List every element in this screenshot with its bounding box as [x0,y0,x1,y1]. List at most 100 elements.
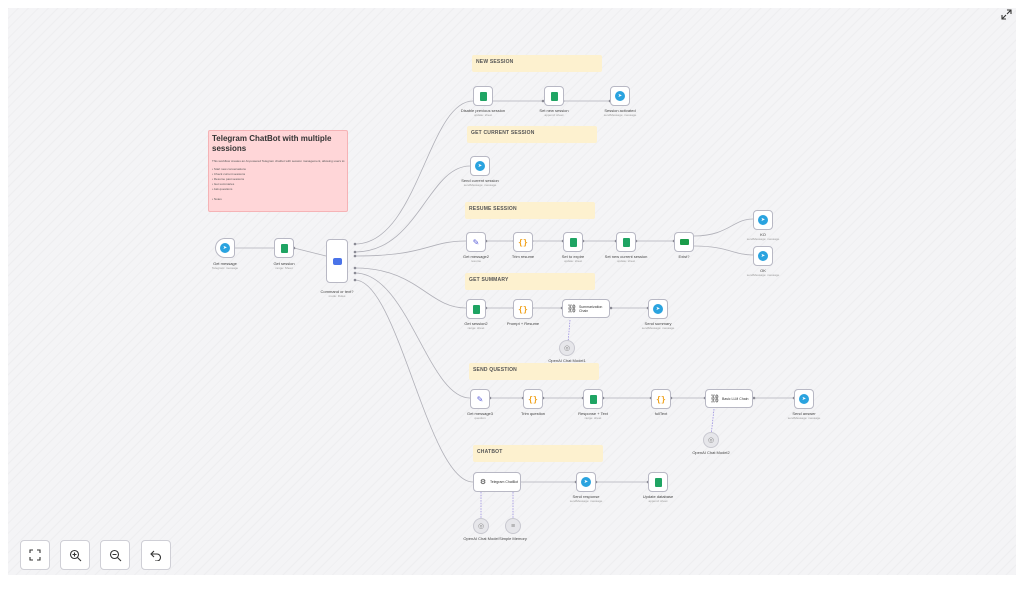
node-label: Command or text? [320,289,354,294]
telegram-icon: ➤ [581,477,591,487]
node-sublabel: range: sheet [467,326,485,330]
fit-view-button[interactable] [20,540,50,570]
node-basic-llm-chain[interactable]: ⛓Basic LLM Chain [705,389,753,408]
node-command-or-text[interactable] [326,239,348,283]
sticky-resume-session[interactable]: RESUME SESSION [465,202,595,219]
node-sublabel: sendMessage: message [641,326,675,330]
telegram-icon: ➤ [758,251,768,261]
note-sticky[interactable]: Telegram ChatBot with multiple sessions … [208,130,348,212]
node-label: Simple Memory [499,536,527,541]
node-trim-question[interactable]: {} [523,389,543,409]
zoom-out-button[interactable] [100,540,130,570]
robot-icon: ⚙ [479,479,487,486]
node-update-database[interactable] [648,472,668,492]
zoom-out-icon [109,549,121,561]
sticky-new-session[interactable]: NEW SESSION [472,55,602,72]
node-set-to-expire[interactable] [563,232,583,252]
node-label: Send summary [644,321,672,326]
code-icon: {} [656,394,666,404]
node-sublabel: mode: Rules [328,294,346,298]
workflow-canvas[interactable]: Telegram ChatBot with multiple sessions … [8,8,1016,575]
node-label: Set new session [539,108,569,113]
node-disable-previous-session[interactable] [473,86,493,106]
node-send-response[interactable]: ➤ [576,472,596,492]
sticky-chatbot[interactable]: CHATBOT [473,445,603,462]
sticky-get-current-session[interactable]: GET CURRENT SESSION [467,126,597,143]
chain-icon: ⛓ [566,304,578,313]
node-set-new-session[interactable] [544,86,564,106]
node-label: Send response [572,494,600,499]
openai-icon: ◎ [477,523,485,530]
node-ko[interactable]: ➤ [753,210,773,230]
node-label: OpenAI Chat Model [463,536,499,541]
node-label: Response + Text [578,411,608,416]
note-footer: • Notes [212,197,222,201]
code-icon: {} [518,304,528,314]
telegram-icon: ➤ [475,161,485,171]
node-fulltext[interactable]: {} [651,389,671,409]
node-sublabel: sendMessage: message [746,237,780,241]
telegram-icon: ➤ [615,91,625,101]
code-icon: {} [518,237,528,247]
note-bullet: • Get summaries [212,182,235,186]
node-get-session2[interactable] [466,299,486,319]
sticky-get-summary[interactable]: GET SUMMARY [465,273,595,290]
node-openai-chat-model1[interactable]: ◎ [559,340,575,356]
pencil-icon: ✎ [472,237,480,247]
note-bullet: • Check current sessions [212,172,246,176]
sheets-icon [589,394,597,404]
note-bullet: • Start new conversations [212,167,246,171]
node-label: Get session2 [464,321,488,326]
node-get-message2[interactable]: ✎ [466,232,486,252]
node-label: Get message [213,261,237,266]
node-send-summary[interactable]: ➤ [648,299,668,319]
sheets-icon [479,91,487,101]
node-openai-chat-model2[interactable]: ◎ [703,432,719,448]
node-summarization-chain[interactable]: ⛓Summarization Chain [562,299,610,318]
node-label: fullText [654,411,668,416]
sheets-icon [472,304,480,314]
node-sublabel: append: sheet [544,113,564,117]
node-sublabel: append: sheet [648,499,668,503]
openai-icon: ◎ [563,345,571,352]
node-sublabel: sendMessage: message [463,183,497,187]
node-prompt-resume[interactable]: {} [513,299,533,319]
note-bullet: • Ask questions [212,187,233,191]
expand-icon [1000,9,1012,20]
node-label: OpenAI Chat Model2 [692,450,730,455]
node-send-answer[interactable]: ➤ [794,389,814,409]
node-label: Get message3 [466,411,493,416]
node-sublabel: update: sheet [473,113,493,117]
node-simple-memory[interactable]: ≡ [505,518,521,534]
sticky-send-question[interactable]: SEND QUESTION [469,363,599,380]
node-set-new-current-session[interactable] [616,232,636,252]
connections [227,99,796,520]
switch-icon [332,257,342,265]
node-sublabel: range: sheet [584,416,602,420]
node-sublabel: Telegram: message [211,266,239,270]
node-label: Get message2 [462,254,489,259]
sheets-icon [280,243,288,253]
node-send-current-session[interactable]: ➤ [470,156,490,176]
node-get-message3[interactable]: ✎ [470,389,490,409]
node-sublabel: sendMessage: message [569,499,603,503]
node-label: Update database [642,494,674,499]
node-response-text[interactable] [583,389,603,409]
node-trim-resume[interactable]: {} [513,232,533,252]
node-label: Disable previous session [460,108,506,113]
node-sublabel: update: sheet [563,259,583,263]
node-label: Prompt + Resume [506,321,540,326]
note-intro: This workflow creates an AI-powered Tele… [212,159,346,163]
zoom-in-button[interactable] [60,540,90,570]
node-get-message[interactable]: ➤ [215,238,235,258]
note-bullet: • Resume past sessions [212,177,245,181]
node-session-activated[interactable]: ➤ [610,86,630,106]
node-label: Exist? [678,254,690,259]
node-get-session[interactable] [274,238,294,258]
node-ok[interactable]: ➤ [753,246,773,266]
node-exist[interactable] [674,232,694,252]
fullscreen-button[interactable] [1000,9,1012,21]
node-openai-chat-model[interactable]: ◎ [473,518,489,534]
undo-button[interactable] [141,540,171,570]
node-telegram-chatbot[interactable]: ⚙Telegram ChatBot [473,472,521,492]
